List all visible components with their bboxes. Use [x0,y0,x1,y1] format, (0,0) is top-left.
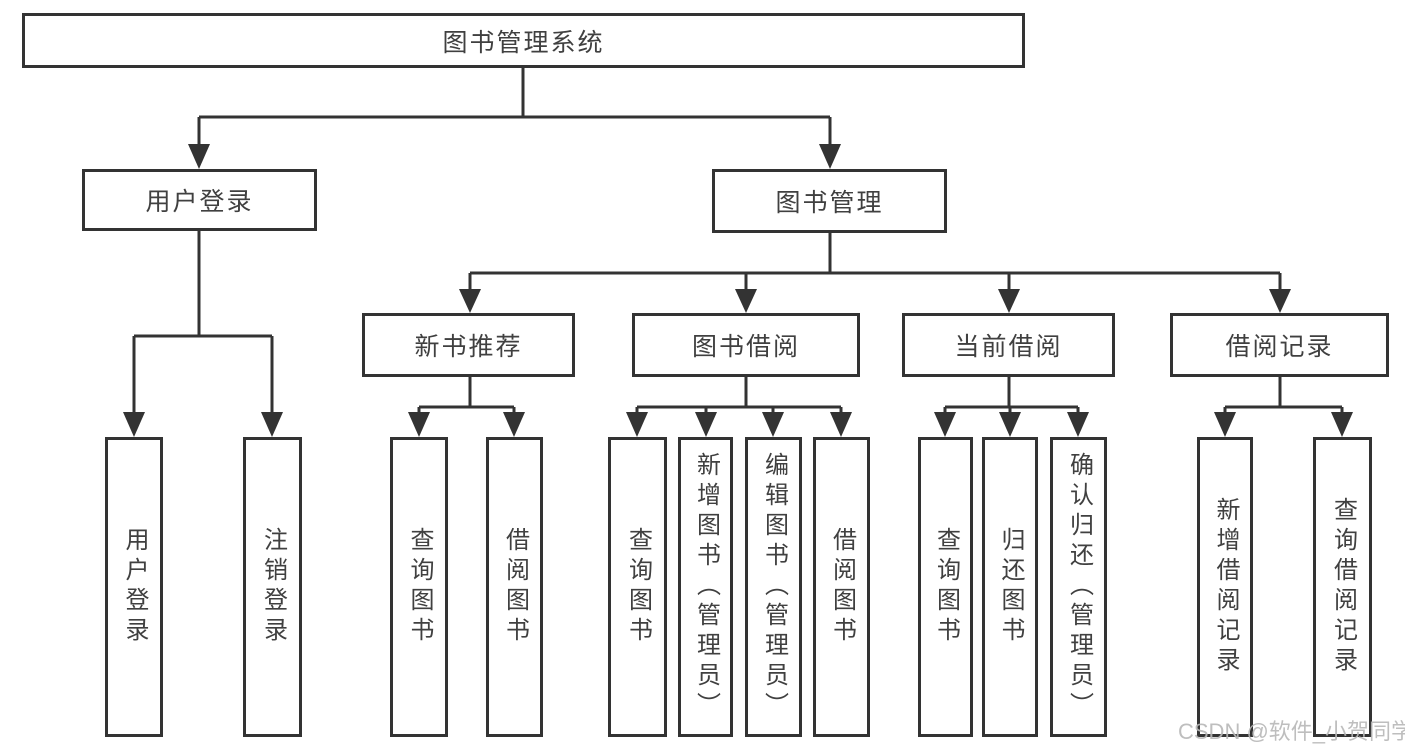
leaf-query-books: 查询图书 [608,437,667,737]
leaf-query-books: 查询图书 [390,437,448,737]
leaf-label: 用户登录 [121,527,148,647]
node-current-borrowing: 当前借阅 [902,313,1115,377]
leaf-label: 借阅图书 [501,527,529,647]
leaf-return-books: 归还图书 [982,437,1038,737]
leaf-edit-books-admin: 编辑图书（管理员） [745,437,802,737]
leaf-label: 查询图书 [406,527,433,647]
leaf-logout: 注销登录 [243,437,302,737]
leaf-borrow-books: 借阅图书 [813,437,870,737]
leaf-label: 新增借阅记录 [1212,497,1239,677]
leaf-label: 借阅图书 [828,527,856,647]
node-borrowing-records: 借阅记录 [1170,313,1389,377]
leaf-label: 注销登录 [259,527,287,647]
leaf-label: 新增图书（管理员） [692,452,720,722]
leaf-user-login: 用户登录 [105,437,163,737]
leaf-add-borrow-record: 新增借阅记录 [1197,437,1253,737]
leaf-label: 查询图书 [624,527,652,647]
node-user-login: 用户登录 [82,169,317,231]
node-root: 图书管理系统 [22,13,1025,68]
leaf-label: 编辑图书（管理员） [760,452,788,722]
leaf-query-books: 查询图书 [918,437,973,737]
leaf-confirm-return-admin: 确认归还（管理员） [1050,437,1107,737]
node-book-borrowing: 图书借阅 [632,313,860,377]
leaf-add-books-admin: 新增图书（管理员） [678,437,733,737]
leaf-borrow-books: 借阅图书 [486,437,543,737]
leaf-label: 查询图书 [932,527,960,647]
leaf-label: 归还图书 [997,527,1024,647]
node-new-book-recommendation: 新书推荐 [362,313,575,377]
leaf-label: 查询借阅记录 [1329,497,1357,677]
leaf-label: 确认归还（管理员） [1065,452,1093,722]
node-book-management: 图书管理 [712,169,947,233]
leaf-query-borrow-record: 查询借阅记录 [1313,437,1372,737]
